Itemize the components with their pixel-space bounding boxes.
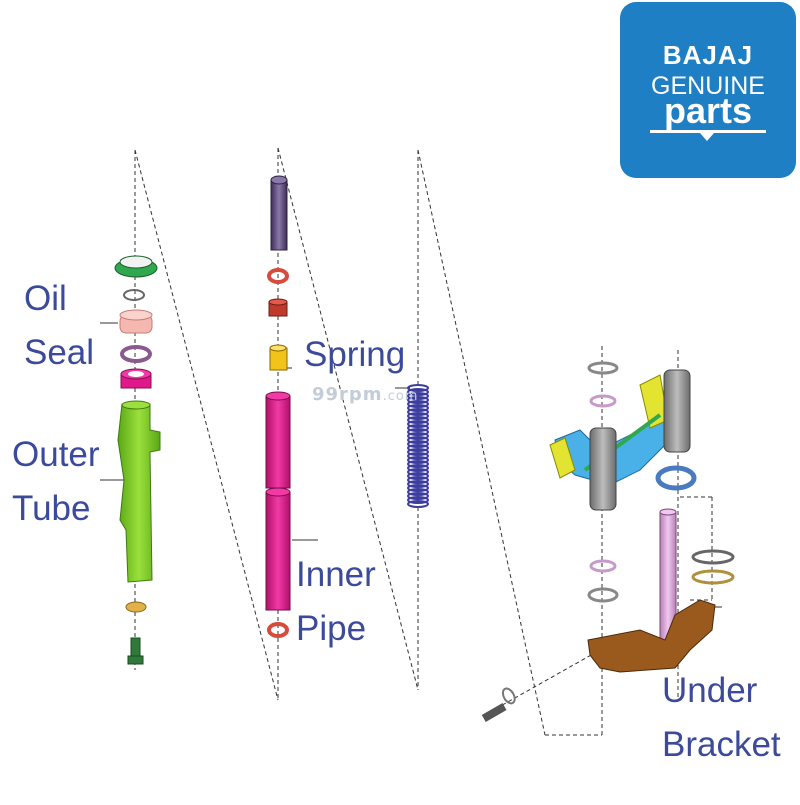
- spring-coil: [407, 428, 429, 436]
- oil-seal-part: [119, 309, 153, 334]
- spring-coil: [407, 488, 429, 496]
- spring-coil: [407, 400, 429, 408]
- spring-coil: [407, 460, 429, 468]
- spring-coil: [407, 436, 429, 444]
- spring-coil: [407, 396, 429, 404]
- spring-coil: [407, 456, 429, 464]
- copper-washer: [125, 601, 147, 613]
- label-spring: Spring: [304, 335, 406, 374]
- spring-coil: [407, 412, 429, 420]
- inner-pipe-upper: [265, 391, 291, 489]
- spring-part: [407, 384, 429, 508]
- spring-coil: [407, 388, 429, 396]
- label-under-bracket: Under Bracket: [662, 671, 781, 764]
- spring-coil: [407, 476, 429, 484]
- under-bracket-assembly: [481, 361, 735, 722]
- watermark: 99rpm.com: [312, 384, 419, 405]
- spring-coil: [407, 452, 429, 460]
- label-inner-pipe: Inner Pipe: [296, 555, 376, 648]
- logo-arrow-icon: [700, 133, 714, 141]
- spring-coil: [407, 424, 429, 432]
- logo-line3: parts: [663, 90, 753, 131]
- spring-coil: [407, 392, 429, 400]
- spring-coil: [407, 468, 429, 476]
- bottom-washer: [267, 622, 289, 638]
- spring-coil: [407, 500, 429, 508]
- spring-coil: [407, 472, 429, 480]
- logo-line2: GENUINE: [651, 72, 765, 100]
- oil-seal-spacer: [120, 368, 152, 389]
- spring-coil: [407, 408, 429, 416]
- spring-coil: [407, 484, 429, 492]
- spring-coil: [407, 404, 429, 412]
- spring-coil: [407, 432, 429, 440]
- spring-coil: [407, 444, 429, 452]
- outer-tube-part: [117, 400, 161, 583]
- fork-top-bolt: [270, 175, 288, 251]
- drain-bolt: [127, 637, 144, 665]
- seal-washer: [120, 345, 152, 363]
- circlip: [123, 289, 145, 301]
- inner-pipe-part: [265, 487, 291, 611]
- logo-brand: BAJAJ: [662, 40, 754, 70]
- spring-coil: [407, 464, 429, 472]
- spring-coil: [407, 416, 429, 424]
- top-washer: [267, 268, 289, 284]
- spring-coil: [407, 448, 429, 456]
- logo-underline: [650, 130, 766, 133]
- spring-coil: [407, 384, 429, 392]
- label-oil-seal: Oil Seal: [24, 279, 95, 372]
- label-outer-tube: Outer Tube: [12, 435, 100, 528]
- spring-coil: [407, 480, 429, 488]
- spring-coil: [407, 492, 429, 500]
- bajaj-genuine-parts-logo: BAJAJ GENUINE parts: [620, 2, 796, 178]
- dust-seal: [114, 255, 158, 278]
- spring-coil: [407, 440, 429, 448]
- red-nut: [268, 298, 288, 317]
- spring-coil: [407, 420, 429, 428]
- spring-coil: [407, 496, 429, 504]
- yellow-collar: [269, 344, 288, 371]
